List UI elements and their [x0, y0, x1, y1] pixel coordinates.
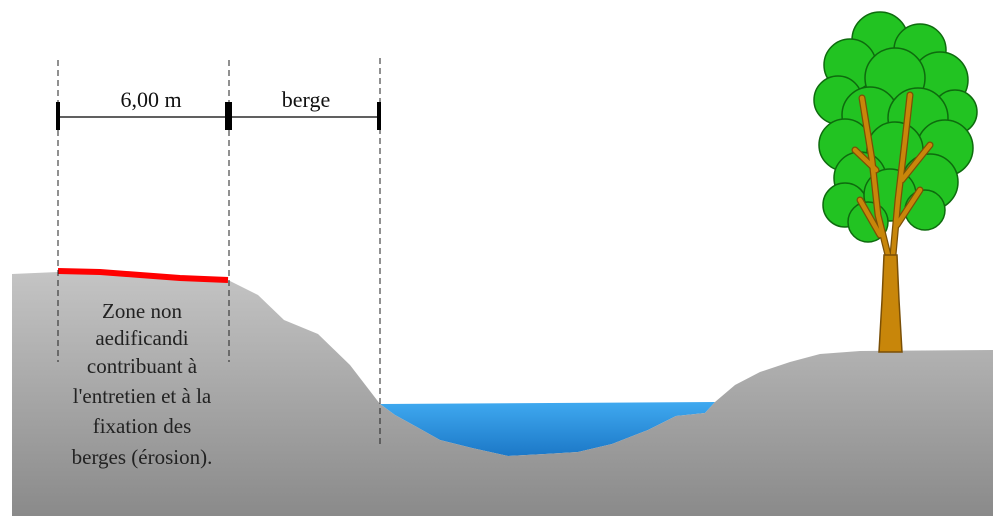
- caption-line-4: l'entretien et à la: [73, 384, 212, 408]
- caption-line-1: Zone non: [102, 299, 182, 323]
- dimension-tick-middle: [225, 102, 232, 130]
- zone-caption: Zone non aedificandi contribuant à l'ent…: [72, 299, 213, 469]
- setback-dimension-label: 6,00 m: [120, 87, 181, 112]
- caption-line-3: contribuant à: [87, 354, 198, 378]
- tree-icon: [813, 11, 978, 353]
- river-water: [380, 402, 715, 456]
- bank-dimension-label: berge: [282, 87, 330, 112]
- caption-line-5: fixation des: [93, 414, 192, 438]
- dimension-tick-right: [377, 102, 381, 130]
- dimension-tick-left: [56, 102, 60, 130]
- setback-zone-line: [57, 268, 229, 283]
- ground-profile: [12, 272, 993, 516]
- caption-line-6: berges (érosion).: [72, 445, 213, 469]
- caption-line-2: aedificandi: [95, 326, 188, 350]
